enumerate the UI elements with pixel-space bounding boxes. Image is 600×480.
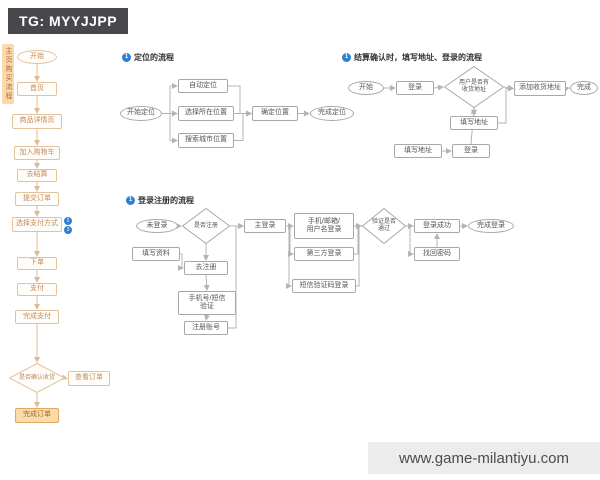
- flow-node-C2: 是否注册: [182, 208, 230, 244]
- flow-node-L1: 开始: [17, 50, 57, 64]
- step-number-badge: 1: [122, 53, 131, 62]
- flow-node-C11: 填写资料: [132, 247, 180, 261]
- flow-node-B6: 填写地址: [450, 116, 498, 130]
- flow-edge-C14-C3: [228, 223, 244, 329]
- flow-node-C13: 手机号/短信 验证: [178, 291, 236, 315]
- flow-edge-C8-C5: [354, 223, 362, 255]
- flow-node-A5: 确定位置: [252, 106, 298, 121]
- flow-node-B3: 用户是否有 收货地址: [444, 66, 504, 108]
- flow-node-A2: 自动定位: [178, 79, 228, 93]
- flow-edge-C9-C5: [356, 223, 362, 287]
- flow-edge-L11-L12: [61, 374, 68, 381]
- flow-edge-C3-C9: [286, 225, 292, 289]
- flow-title-text: 登录注册的流程: [138, 196, 194, 205]
- flow-edge-B2-B3: [433, 84, 444, 91]
- flow-node-C12: 去注册: [184, 261, 228, 275]
- flow-node-B1: 开始: [348, 81, 384, 95]
- flow-edge-C12-C13: [203, 274, 210, 291]
- flow-edge-C13-C14: [204, 314, 210, 321]
- step-marker: 2: [64, 217, 72, 225]
- watermark: www.game-milantiyu.com: [368, 442, 600, 474]
- flow-node-B7: 填写地址: [394, 144, 442, 158]
- flow-node-A3: 选择所在位置: [178, 106, 234, 121]
- flow-node-A6: 完成定位: [310, 106, 354, 121]
- flow-node-L8: 下单: [17, 257, 57, 270]
- flow-node-L7: 选择支付方式: [12, 217, 62, 232]
- flow-title-login: 1 登录注册的流程: [126, 195, 194, 206]
- flow-node-C7: 完成登录: [468, 219, 514, 233]
- flow-node-C8: 第三方登录: [294, 247, 354, 261]
- flow-node-C9: 短信验证码登录: [292, 279, 356, 293]
- flow-node-L6: 提交订单: [15, 192, 59, 206]
- flow-node-L10: 完成支付: [15, 310, 59, 324]
- flow-node-C4: 手机/邮箱/ 用户名登录: [294, 213, 354, 239]
- flow-node-L11: 是否确认收货: [9, 363, 65, 393]
- flow-node-L4: 加入购物车: [14, 146, 60, 160]
- flow-node-C6: 登录成功: [414, 219, 460, 233]
- flow-node-C5: 验证是否 通过: [362, 208, 406, 244]
- flow-title-text: 结算确认时，填写地址、登录的流程: [354, 53, 482, 62]
- flow-node-B4: 添加收货地址: [514, 81, 566, 96]
- flow-title-text: 定位的流程: [134, 53, 174, 62]
- flow-edge-B4-B5: [563, 85, 570, 92]
- step-number-badge: 1: [342, 53, 351, 62]
- step-number-badge: 1: [126, 196, 135, 205]
- flow-title-checkout: 1 结算确认时，填写地址、登录的流程: [342, 52, 482, 63]
- flow-node-B2: 登录: [396, 81, 434, 95]
- flow-node-C14: 注册账号: [184, 321, 228, 335]
- left-flow-side-label: 主页购买流程: [2, 44, 14, 104]
- flow-node-B5: 完成: [570, 81, 598, 95]
- step-marker: 3: [64, 226, 72, 234]
- flow-edge-A4-A5: [234, 110, 252, 141]
- flow-node-A1: 开始定位: [120, 106, 162, 121]
- flow-node-L2: 首页: [17, 82, 57, 96]
- flow-edge-A1-A2: [162, 83, 178, 114]
- flow-node-L12: 查看订单: [68, 371, 110, 386]
- flow-node-C1: 未登录: [136, 219, 178, 233]
- flow-edge-A1-A4: [162, 113, 178, 144]
- flow-edge-B6-B4: [498, 85, 514, 124]
- flow-node-L3: 商品详情页: [12, 114, 62, 129]
- flow-node-L13: 完成订单: [15, 408, 59, 423]
- flow-node-L9: 支付: [17, 283, 57, 296]
- flow-node-C3: 主登录: [244, 219, 286, 233]
- flow-node-C10: 找回密码: [414, 247, 460, 261]
- flow-node-L5: 去结算: [17, 169, 57, 182]
- flow-edge-C5-C10: [406, 225, 414, 257]
- tg-badge: TG: MYYJJPP: [8, 8, 129, 34]
- flow-node-B8: 登录: [452, 144, 490, 158]
- flow-node-A4: 搜索城市位置: [178, 133, 234, 148]
- flow-title-locate: 1 定位的流程: [122, 52, 174, 63]
- flow-edge-C11-C12: [178, 253, 184, 271]
